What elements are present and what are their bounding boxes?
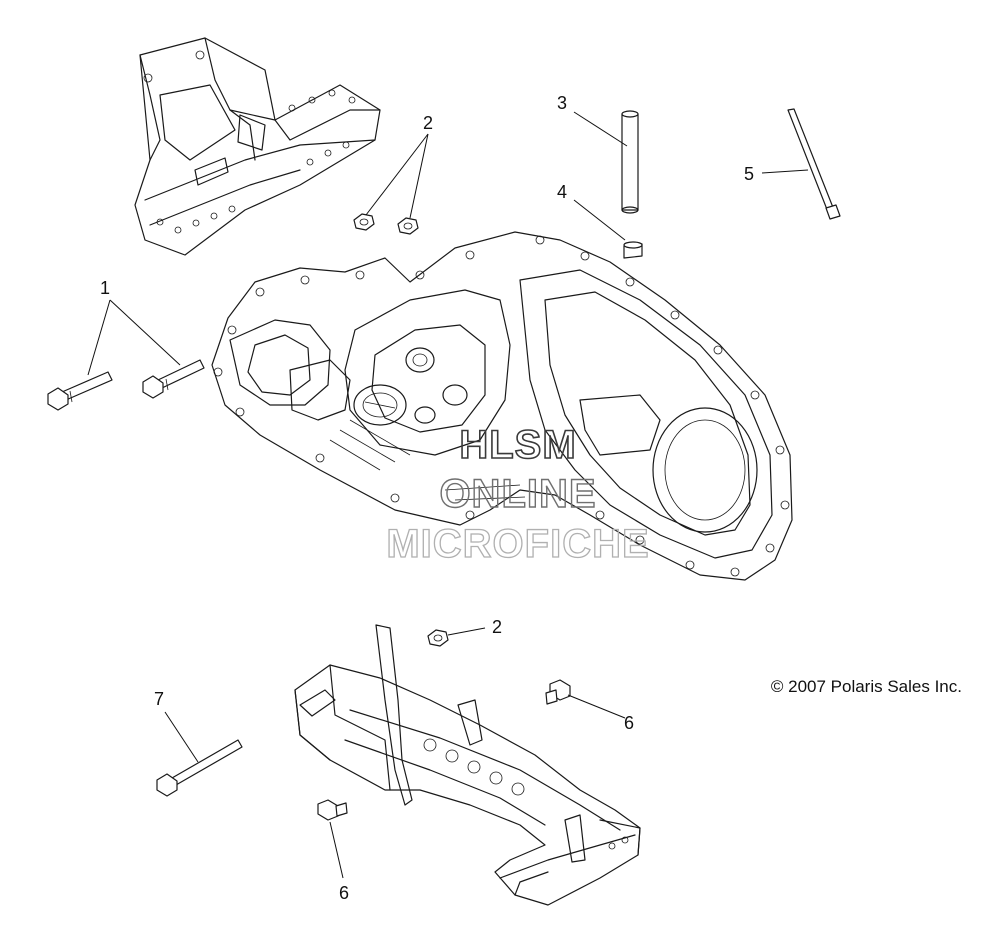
bolt-part-1-b	[142, 359, 205, 399]
leader-lines	[87, 111, 809, 879]
callout-2-bottom: 2	[492, 617, 502, 637]
transmission-case	[211, 231, 793, 581]
lower-mount-crossmember	[294, 624, 641, 906]
callout-2-top: 2	[423, 113, 433, 133]
callout-4: 4	[557, 182, 567, 202]
callout-1: 1	[100, 278, 110, 298]
callout-5: 5	[744, 164, 754, 184]
bolt-part-1-a	[47, 371, 113, 411]
bolt-part-6-right	[545, 679, 571, 705]
callout-3: 3	[557, 93, 567, 113]
nut-part-2-c	[427, 629, 449, 647]
watermark-line-1: HLSM	[459, 423, 576, 467]
callout-6-right: 6	[624, 713, 634, 733]
copyright-notice: © 2007 Polaris Sales Inc.	[771, 677, 962, 696]
bolt-part-7	[156, 739, 243, 797]
long-bolt-part-5	[787, 108, 841, 220]
callout-7: 7	[154, 689, 164, 709]
callout-labels: 1 2 3 4 5 2 6 7 6	[100, 93, 754, 903]
bolt-part-6-bottom	[317, 799, 348, 821]
spacer-part-4	[623, 241, 643, 259]
watermark: HLSM ONLINE MICROFICHE	[386, 422, 650, 566]
nut-part-2-a	[353, 213, 375, 231]
callout-6-bottom: 6	[339, 883, 349, 903]
watermark-line-2: ONLINE	[439, 472, 596, 516]
watermark-line-3: MICROFICHE	[386, 522, 649, 566]
nut-part-2-b	[397, 217, 419, 235]
tube-part-3	[621, 110, 639, 214]
upper-mount-bracket	[134, 37, 381, 256]
